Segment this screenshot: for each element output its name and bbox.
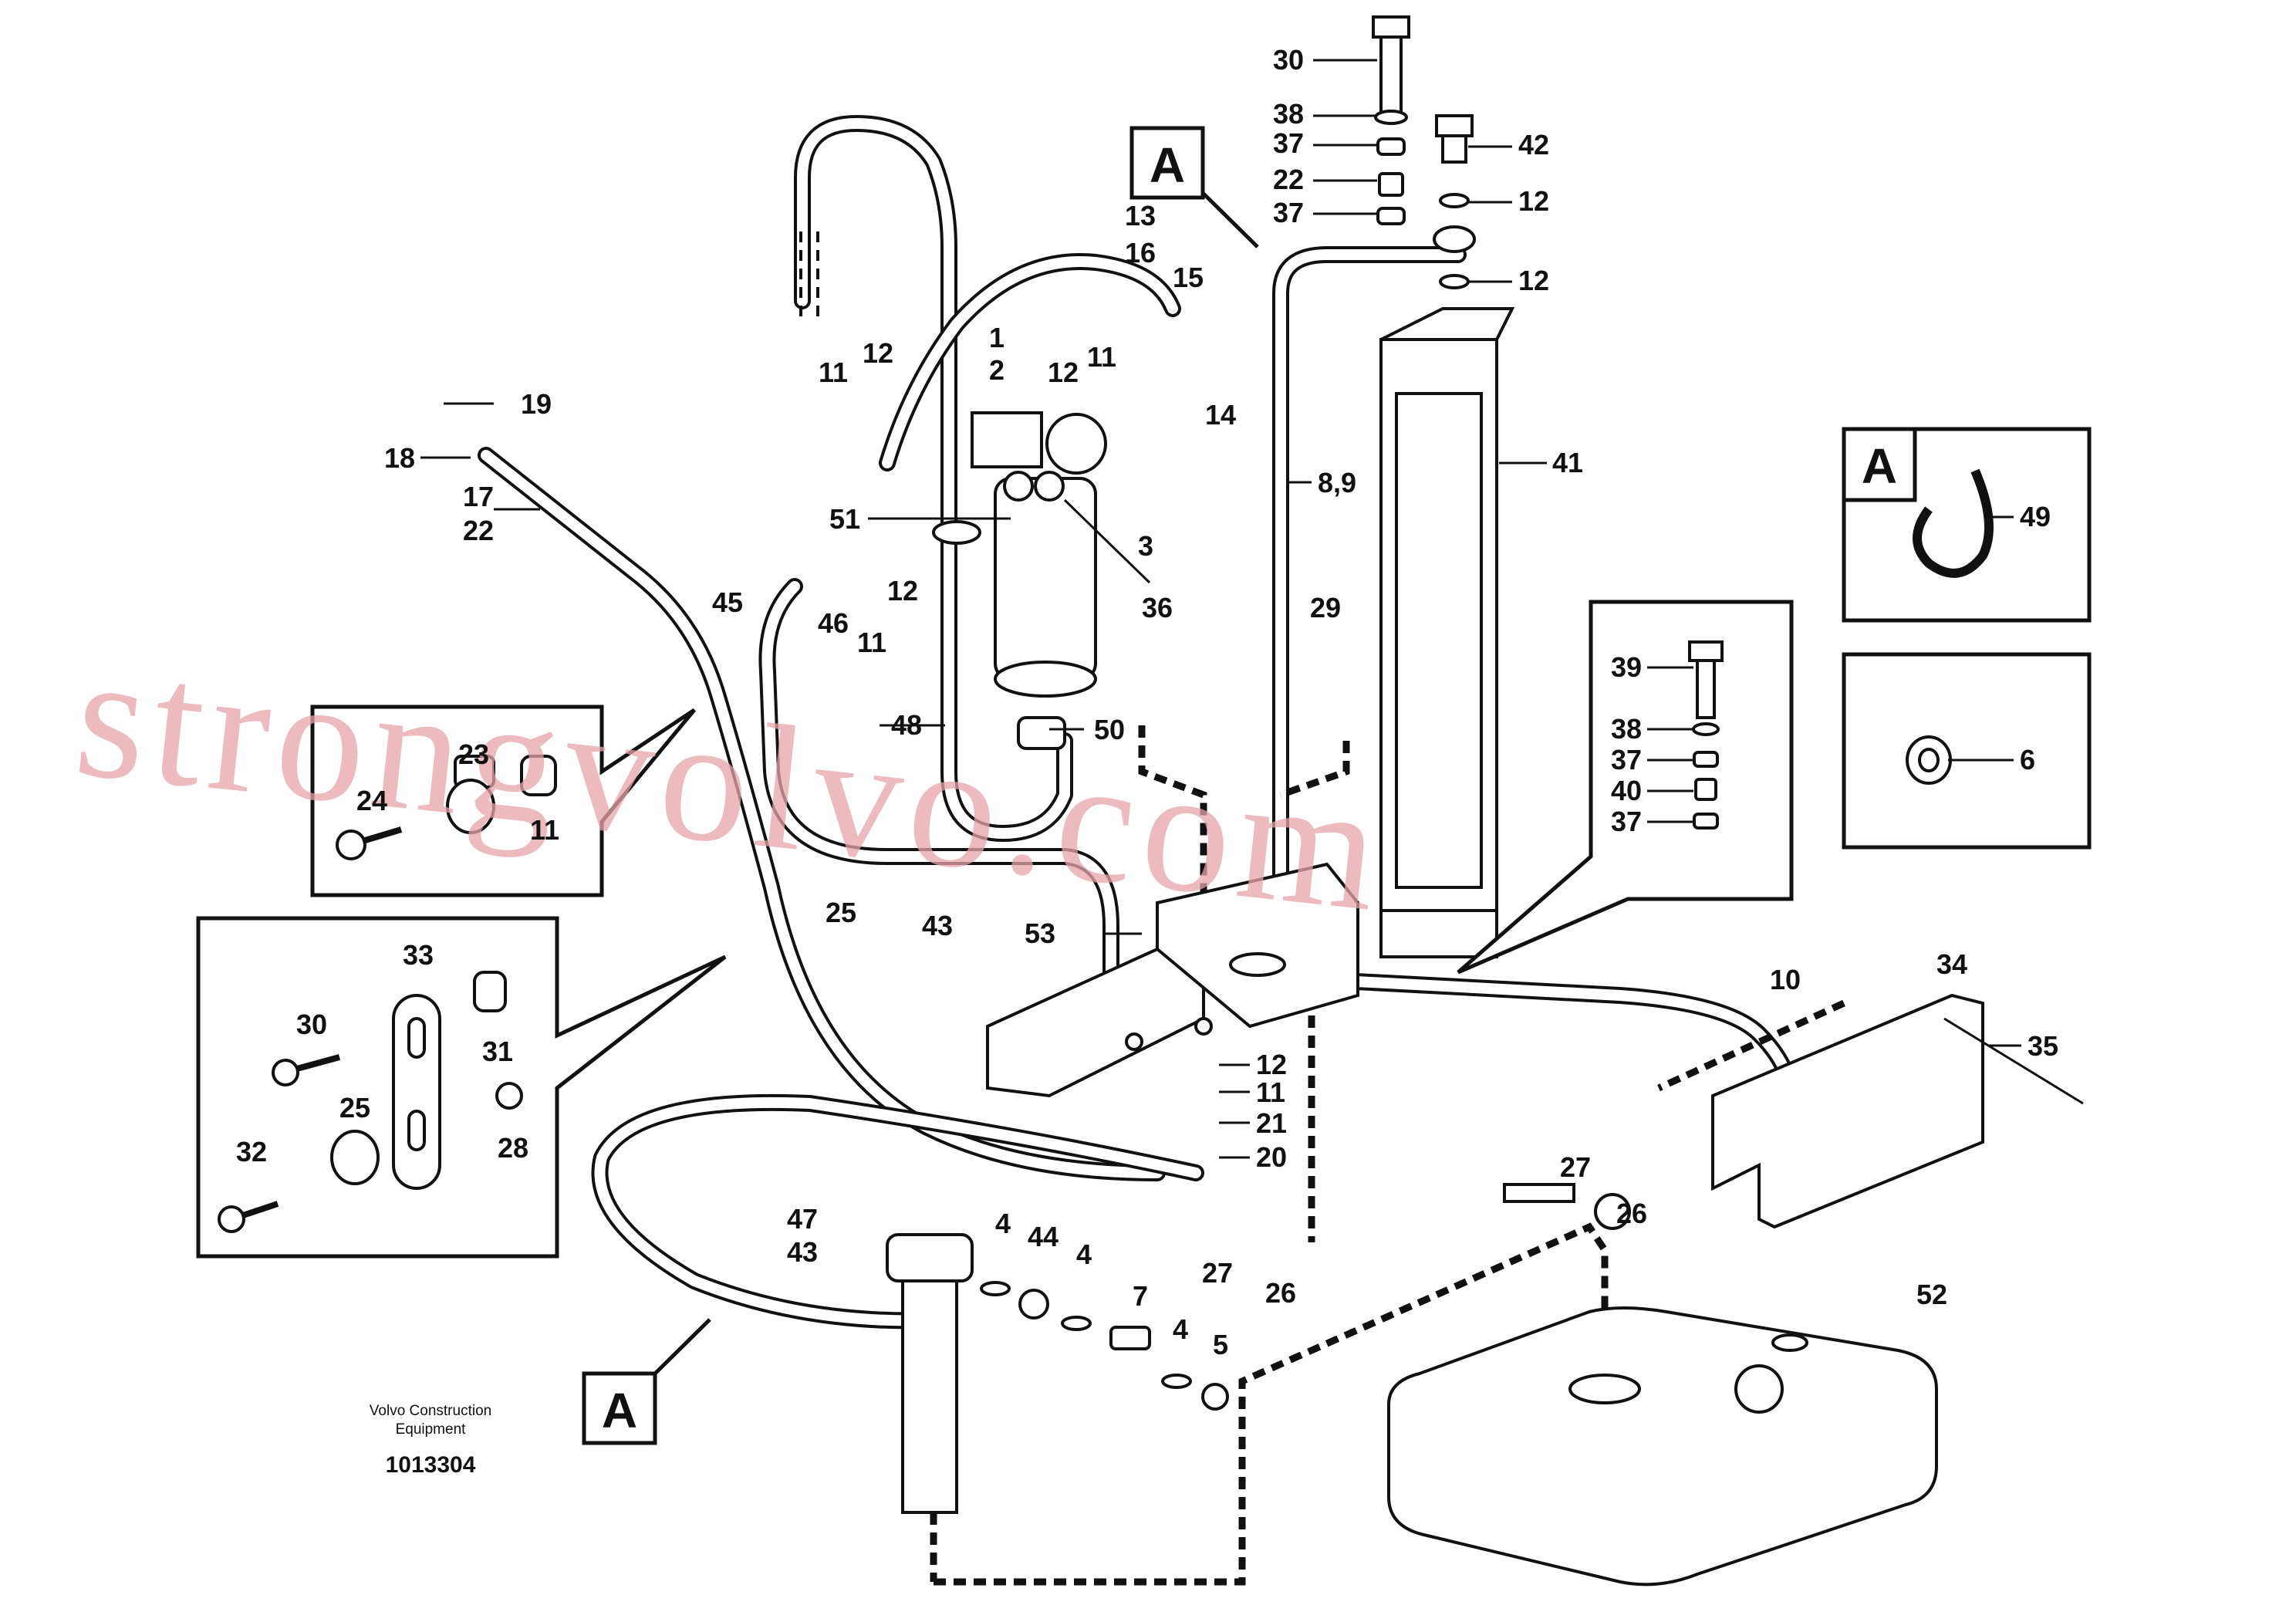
view-markers bbox=[582, 126, 1259, 1445]
callout: 12 bbox=[887, 575, 918, 607]
callout: 19 bbox=[521, 388, 552, 420]
callout: 10 bbox=[1770, 964, 1801, 995]
callout: 38 bbox=[1273, 98, 1304, 130]
callout: 11 bbox=[1256, 1076, 1285, 1108]
callout: 41 bbox=[1552, 447, 1583, 478]
fuel-cooler-41 bbox=[1379, 307, 1515, 958]
callout: 22 bbox=[463, 515, 494, 546]
watermark-text: strongvolvo.com bbox=[68, 616, 1395, 949]
callout: 4 bbox=[1076, 1238, 1092, 1270]
callout: 43 bbox=[787, 1236, 818, 1268]
callout: 1 bbox=[989, 322, 1004, 353]
callout: 52 bbox=[1916, 1279, 1947, 1310]
callout: 17 bbox=[463, 481, 494, 512]
callout: 11 bbox=[819, 357, 848, 388]
top-bolt-stack bbox=[1372, 15, 1476, 289]
callout: 45 bbox=[712, 586, 743, 618]
fuel-filter-assembly bbox=[932, 411, 1107, 750]
callout-numbers: 30 38 37 22 37 42 12 12 13 16 15 14 11 1… bbox=[236, 44, 2058, 1360]
callout: 21 bbox=[1256, 1107, 1287, 1139]
detail-box-clamp-23 bbox=[310, 705, 696, 897]
callout: 12 bbox=[863, 337, 893, 369]
callout: 48 bbox=[891, 709, 922, 741]
callout: 12 bbox=[1518, 265, 1549, 296]
callout: 42 bbox=[1518, 129, 1549, 161]
callout: 36 bbox=[1142, 592, 1173, 623]
callout: 4 bbox=[995, 1208, 1011, 1239]
callout: 47 bbox=[787, 1203, 818, 1235]
callout: 43 bbox=[922, 910, 953, 941]
callout: 37 bbox=[1611, 806, 1642, 837]
callout: 26 bbox=[1616, 1198, 1647, 1229]
view-marker-A-bottom: A bbox=[602, 1383, 637, 1438]
mounting-bracket bbox=[986, 862, 1359, 1098]
callout: 35 bbox=[2028, 1030, 2058, 1062]
view-marker-A-detail: A bbox=[1862, 438, 1897, 494]
callout: 24 bbox=[356, 785, 387, 816]
callout: 13 bbox=[1125, 200, 1156, 231]
callout: 6 bbox=[2020, 744, 2035, 776]
callout: 25 bbox=[826, 897, 856, 928]
callout: 44 bbox=[1028, 1221, 1059, 1252]
dashed-harness-lines bbox=[930, 725, 1845, 1586]
callout: 49 bbox=[2020, 501, 2051, 532]
callout: 3 bbox=[1138, 530, 1153, 562]
callout: 46 bbox=[818, 607, 849, 639]
callout: 33 bbox=[403, 939, 434, 971]
mounting-plate-34 bbox=[1503, 993, 1984, 1230]
detail-box-bolt-stack-39 bbox=[1457, 600, 1794, 975]
callout: 14 bbox=[1205, 399, 1236, 431]
leader-lines bbox=[420, 59, 2084, 1159]
callout: 51 bbox=[829, 503, 860, 535]
callout: 12 bbox=[1518, 185, 1549, 217]
callout: 23 bbox=[458, 738, 489, 770]
callout: 27 bbox=[1560, 1151, 1591, 1183]
callout: 27 bbox=[1202, 1257, 1233, 1289]
drawing-number: 1013304 bbox=[386, 1452, 476, 1478]
callout: 5 bbox=[1213, 1329, 1228, 1360]
company-name-line1: Volvo Construction bbox=[370, 1403, 491, 1419]
callout: 16 bbox=[1125, 237, 1156, 269]
fuel-tank-52 bbox=[1387, 1306, 1938, 1587]
callout: 12 bbox=[1256, 1049, 1287, 1080]
callout: 50 bbox=[1094, 714, 1125, 745]
callout: 2 bbox=[989, 354, 1004, 386]
callout: 11 bbox=[530, 814, 559, 846]
callout: 25 bbox=[339, 1092, 370, 1124]
callout: 15 bbox=[1173, 262, 1204, 293]
callout: 29 bbox=[1310, 592, 1341, 623]
company-name-line2: Equipment bbox=[396, 1421, 467, 1438]
callout: 40 bbox=[1611, 775, 1642, 806]
detail-box-washer-6 bbox=[1842, 652, 2092, 850]
callout: 32 bbox=[236, 1136, 267, 1168]
callout: 34 bbox=[1936, 948, 1967, 980]
callout: 30 bbox=[296, 1009, 327, 1040]
callout: 20 bbox=[1256, 1141, 1287, 1173]
callout: 22 bbox=[1273, 164, 1304, 195]
callout: 12 bbox=[1048, 357, 1079, 388]
callout: 53 bbox=[1025, 917, 1055, 949]
callout: 37 bbox=[1611, 744, 1642, 776]
sender-unit bbox=[886, 1233, 1229, 1514]
callout: 11 bbox=[1087, 341, 1116, 373]
callout: 7 bbox=[1133, 1280, 1148, 1312]
detail-box-clamp-33 bbox=[196, 916, 727, 1259]
callout: 31 bbox=[482, 1036, 513, 1067]
callout: 4 bbox=[1173, 1313, 1188, 1345]
callout: 18 bbox=[384, 442, 415, 474]
callout: 30 bbox=[1273, 44, 1304, 76]
callout: 11 bbox=[857, 627, 886, 658]
callout: 38 bbox=[1611, 713, 1642, 745]
callout: 26 bbox=[1265, 1277, 1296, 1309]
callout: 8,9 bbox=[1318, 467, 1356, 498]
callout: 39 bbox=[1611, 651, 1642, 683]
callout: 28 bbox=[498, 1132, 528, 1164]
callout: 37 bbox=[1273, 197, 1304, 228]
callout: 37 bbox=[1273, 127, 1304, 159]
detail-box-A-49 bbox=[1842, 427, 2092, 623]
view-marker-A-top: A bbox=[1150, 137, 1185, 193]
